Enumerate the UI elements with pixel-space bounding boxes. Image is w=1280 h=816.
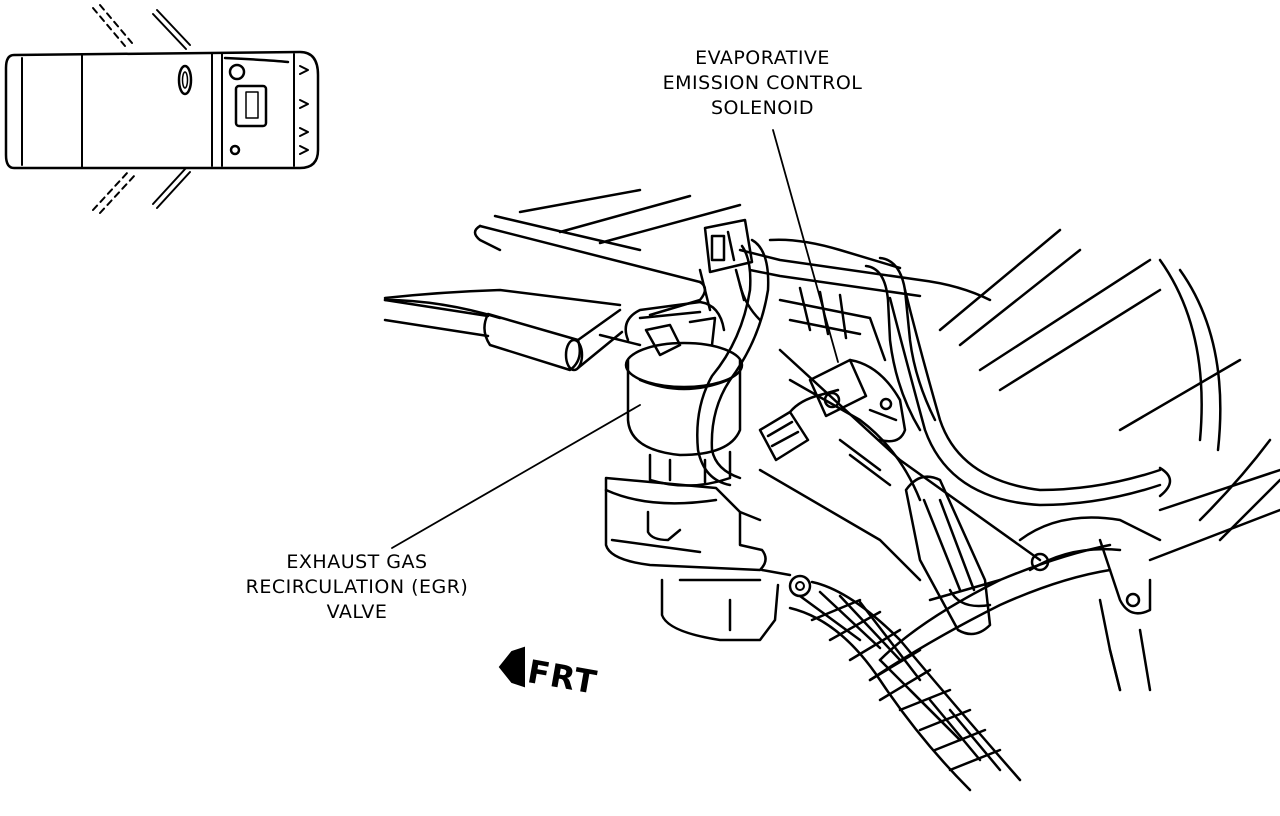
left-arrow-icon [498, 646, 525, 688]
wiring-harness [738, 238, 992, 432]
egr-label-line-2: RECIRCULATION (EGR) [245, 576, 469, 598]
egr-connector [758, 388, 840, 462]
egr-valve-flange [604, 476, 767, 572]
egr-label-line-3: VALVE [326, 601, 388, 623]
evap-label-line-2: EMISSION CONTROL [662, 72, 863, 94]
intake-plenum [383, 188, 742, 347]
intake-manifold [758, 228, 1280, 692]
egr-leader-line [391, 404, 641, 549]
egr-valve-label: EXHAUST GAS RECIRCULATION (EGR) VALVE [222, 550, 492, 625]
evap-label-line-3: SOLENOID [710, 97, 814, 119]
egr-valve-body [624, 300, 744, 487]
evap-solenoid-wiring [696, 218, 770, 487]
vehicle-body-outline [4, 50, 320, 170]
evap-solenoid-label: EVAPORATIVE EMISSION CONTROL SOLENOID [640, 46, 885, 121]
egr-label-line-1: EXHAUST GAS [286, 551, 428, 573]
cables-lower [868, 543, 1122, 692]
mounting-bracket [904, 475, 1002, 636]
braided-hose [788, 580, 1022, 792]
vacuum-line-right [888, 288, 1172, 507]
egr-pipe [660, 568, 812, 642]
vacuum-hose-left [383, 298, 624, 372]
evap-label-line-1: EVAPORATIVE [695, 47, 830, 69]
vehicle-locator-inset [4, 4, 320, 214]
evap-solenoid [808, 358, 907, 443]
